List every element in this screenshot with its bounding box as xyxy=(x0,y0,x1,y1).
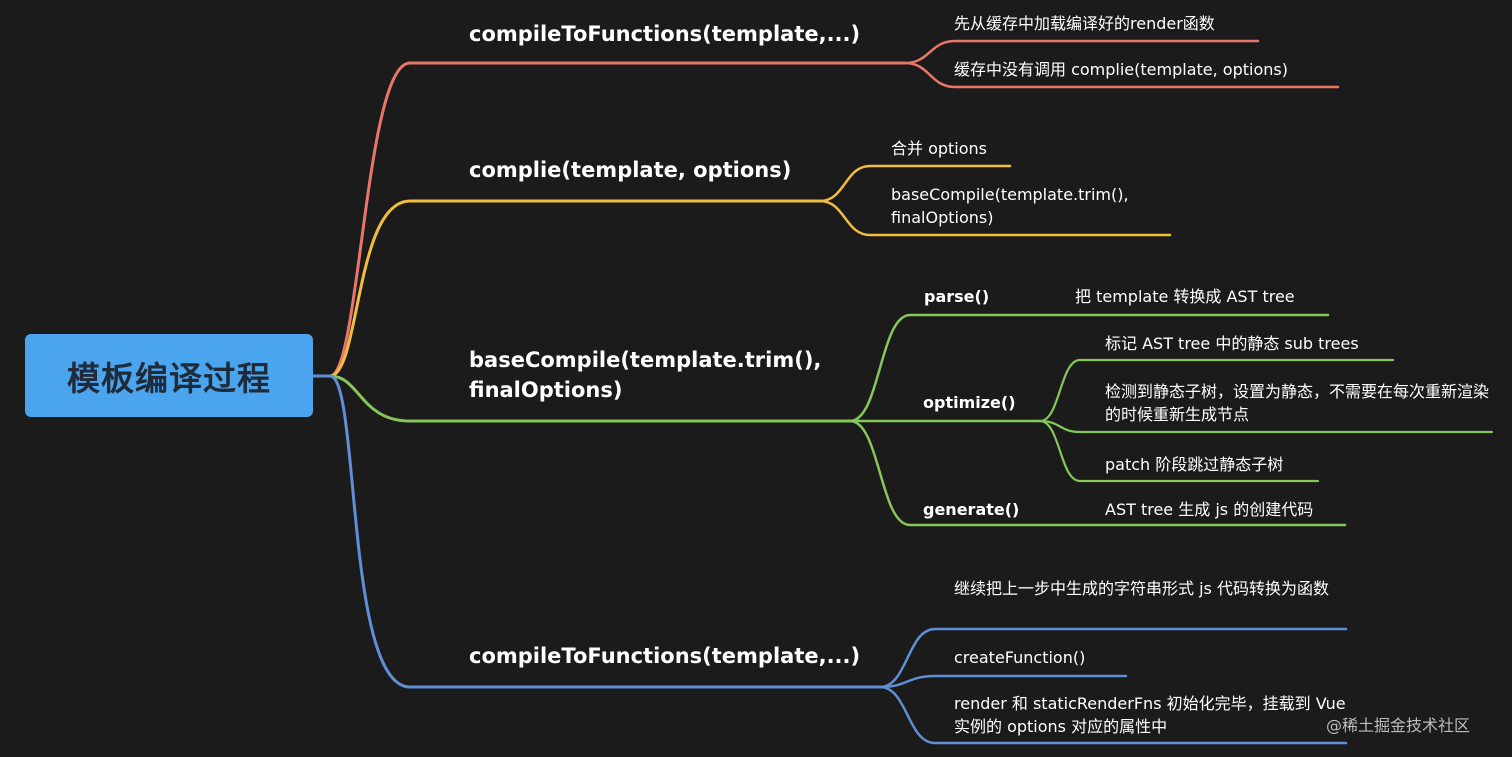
connector-red-complie xyxy=(903,61,1340,89)
optimize-detect-static-node[interactable]: 检测到静态子树，设置为静态，不需要在每次重新渲染的时候重新生成节点 xyxy=(1105,382,1490,424)
optimize-patch-skip-node[interactable]: patch 阶段跳过静态子树 xyxy=(1105,455,1284,474)
parse-node[interactable]: parse() xyxy=(924,287,990,306)
connector-green-mark xyxy=(1038,358,1395,423)
connector-blue-convert xyxy=(878,627,1348,689)
generate-node[interactable]: generate() xyxy=(923,500,1020,519)
base-compile-call-node[interactable]: baseCompile(template.trim(), finalOption… xyxy=(891,185,1129,227)
branch-compile-to-functions-2[interactable]: compileToFunctions(template,...) xyxy=(469,644,861,668)
connector-yellow-basecompile xyxy=(818,199,1172,237)
connector-yellow-main xyxy=(311,199,822,378)
connector-green-detect xyxy=(1038,419,1494,434)
merge-options-node[interactable]: 合并 options xyxy=(891,139,988,158)
convert-to-function-node[interactable]: 继续把上一步中生成的字符串形式 js 代码转换为函数 xyxy=(954,579,1329,598)
root-node[interactable]: 模板编译过程 xyxy=(25,334,313,417)
generate-detail-node[interactable]: AST tree 生成 js 的创建代码 xyxy=(1105,500,1314,519)
connector-green-parse xyxy=(848,313,1330,423)
connector-green-main xyxy=(311,374,852,423)
create-function-node[interactable]: createFunction() xyxy=(954,648,1086,667)
connector-green-patch xyxy=(1038,419,1320,483)
connector-red-main xyxy=(311,61,907,378)
connector-blue-render xyxy=(878,685,1348,745)
cache-load-render-node[interactable]: 先从缓存中加载编译好的render函数 xyxy=(954,14,1215,33)
branch-base-compile[interactable]: baseCompile(template.trim(), finalOption… xyxy=(469,348,822,402)
connector-green-generate xyxy=(848,419,1347,527)
connector-blue-create xyxy=(878,674,1128,689)
parse-detail-node[interactable]: 把 template 转换成 AST tree xyxy=(1075,287,1295,306)
call-complie-node[interactable]: 缓存中没有调用 complie(template, options) xyxy=(954,60,1288,79)
connector-red-cache xyxy=(903,39,1260,65)
optimize-mark-static-node[interactable]: 标记 AST tree 中的静态 sub trees xyxy=(1105,334,1359,353)
branch-complie[interactable]: complie(template, options) xyxy=(469,158,792,182)
branch-compile-to-functions-1[interactable]: compileToFunctions(template,...) xyxy=(469,22,861,46)
optimize-node[interactable]: optimize() xyxy=(923,393,1016,412)
connector-yellow-merge xyxy=(818,164,1012,203)
render-mount-node[interactable]: render 和 staticRenderFns 初始化完毕，挂载到 Vue 实… xyxy=(954,694,1346,736)
watermark: @稀土掘金技术社区 xyxy=(1326,716,1471,735)
connector-blue-main xyxy=(311,374,882,689)
